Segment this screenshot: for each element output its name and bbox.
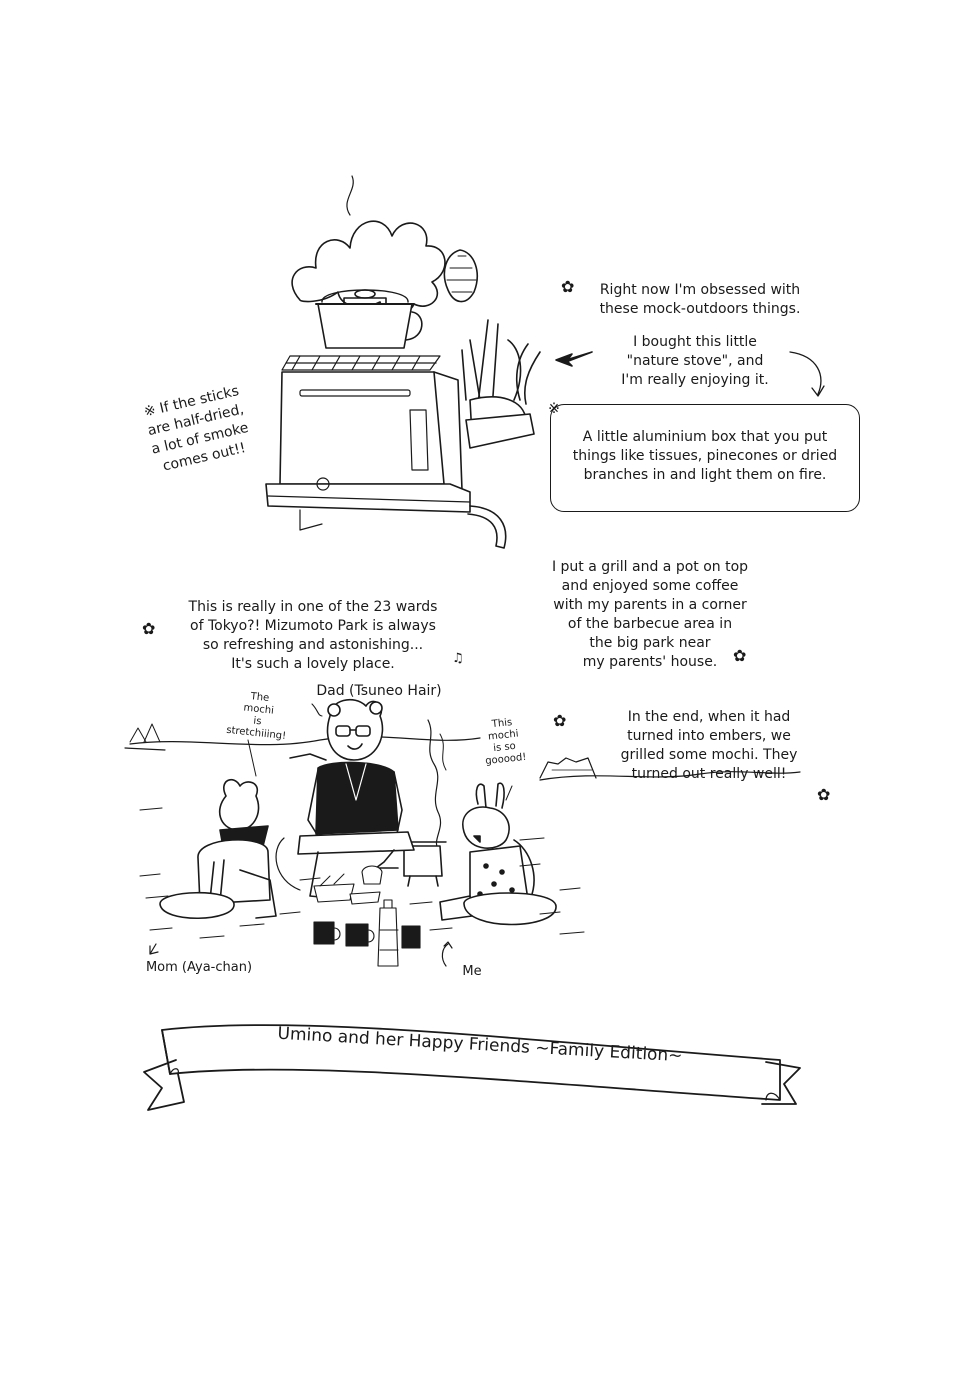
flower-icon: ✿ (553, 711, 567, 730)
arrow-icon (441, 941, 453, 967)
bubble-pointer (247, 739, 257, 777)
ground-and-items (139, 807, 585, 967)
flower-icon: ✿ (142, 619, 156, 638)
arrow-icon (149, 943, 159, 955)
dad-bear (275, 698, 415, 899)
flower-icon: ✿ (817, 785, 831, 804)
stove-caption: Right now I'm obsessed with these mock-o… (599, 282, 801, 317)
mom-label: Mom (Aya-chan) (145, 960, 253, 975)
steam-cloud (291, 220, 446, 315)
me-character (439, 782, 557, 926)
nature-stove-drawing (265, 371, 507, 549)
kettle-drawing (315, 289, 423, 349)
embers-text: In the end, when it had turned into embe… (620, 709, 798, 782)
tokyo-text: This is really in one of the 23 wards of… (188, 599, 438, 672)
title-banner (143, 1024, 801, 1111)
note-box (550, 404, 860, 512)
grill-grate (281, 355, 441, 371)
park-landscape (124, 723, 801, 781)
flower-icon: ✿ (561, 277, 575, 296)
grill-text: I put a grill and a pot on top and enjoy… (551, 559, 749, 670)
curved-arrow-icon (789, 351, 825, 397)
arrow-icon (555, 351, 593, 367)
pinecone-and-sticks (443, 249, 541, 449)
music-note-icon: ♫ (452, 651, 464, 666)
flower-icon: ✿ (733, 646, 747, 665)
speech-bubble-mom: The mochi is stretchiiing! (225, 691, 287, 743)
note-box-text: A little aluminium box that you put thin… (572, 429, 838, 483)
bubble-pointer (311, 703, 323, 717)
speech-bubble-me: This mochi is so gooood! (484, 717, 527, 768)
steam-wisp (346, 175, 354, 216)
bubble-pointer (505, 785, 513, 801)
dad-label: Dad (Tsuneo Hair) (316, 683, 442, 699)
me-label: Me (462, 964, 482, 979)
mom-character (159, 778, 277, 919)
scene-smoke (427, 719, 442, 851)
stove-intro: I bought this little "nature stove", and… (621, 334, 769, 388)
scene-smoke (439, 733, 447, 771)
